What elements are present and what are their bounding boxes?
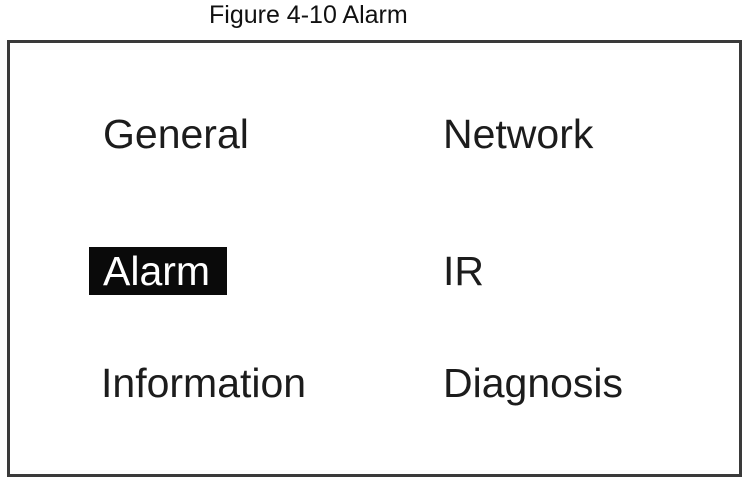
device-menu-screen: General Network Alarm IR Information Dia…	[7, 40, 742, 477]
menu-item-general[interactable]: General	[103, 111, 249, 157]
figure-caption: Figure 4-10 Alarm	[209, 1, 408, 29]
menu-item-ir[interactable]: IR	[443, 248, 484, 294]
menu-item-alarm[interactable]: Alarm	[89, 247, 228, 295]
menu-item-diagnosis[interactable]: Diagnosis	[443, 360, 624, 406]
menu-item-information[interactable]: Information	[101, 360, 307, 406]
menu-item-network[interactable]: Network	[443, 111, 594, 157]
